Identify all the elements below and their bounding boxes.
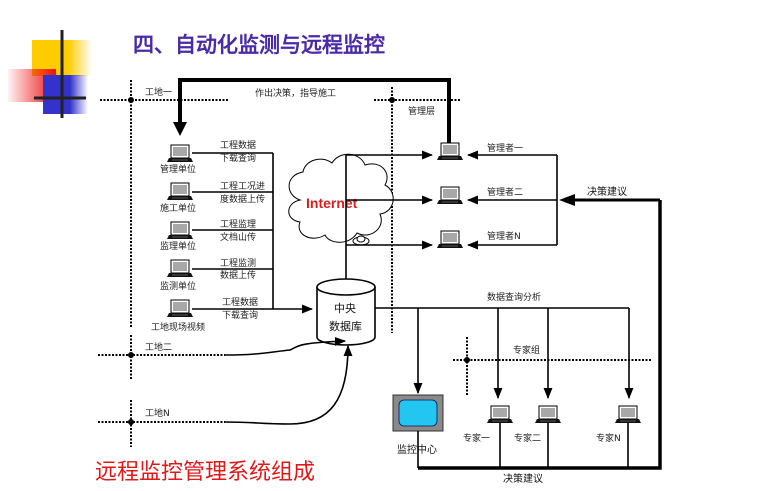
top-flow-label: 作出决策，指导施工 xyxy=(255,87,336,99)
site-units: 管理单位 施工单位 监理单位 监测单位 工地现场视频 xyxy=(151,144,205,333)
top-decision-loop xyxy=(178,78,451,148)
decorative-corner-blocks xyxy=(8,30,92,118)
deco-blue-block xyxy=(43,75,88,114)
manager-label: 管理者一 xyxy=(487,142,523,154)
internet-label: Internet xyxy=(306,195,358,211)
flow-label: 工程工况进 xyxy=(220,181,265,192)
site-unit-monitoring: 监测单位 xyxy=(160,259,196,292)
flow-label: 工程数据 xyxy=(220,139,256,151)
data-query-bus xyxy=(375,307,634,400)
expert-return-lines xyxy=(417,423,629,468)
flow-label: 工程监测 xyxy=(220,257,256,269)
experts: 专家一 专家二 专家N xyxy=(463,405,642,444)
manager-label: 管理者二 xyxy=(487,186,523,198)
separator-junctions xyxy=(128,97,470,425)
manager-label: 管理者N xyxy=(487,230,521,242)
flow-label: 工程数据 xyxy=(222,296,258,308)
site-unit-flow-labels: 工程数据 下载查询 工程工况进 度数据上传 工程监理 文档山传 工程监测 数据上… xyxy=(220,139,265,321)
database-label-line1: 中央 xyxy=(334,302,356,315)
top-arrowhead xyxy=(173,122,187,136)
site-label-n: 工地N xyxy=(145,407,170,419)
flow-label: 下载查询 xyxy=(220,152,256,164)
manager-return-lines xyxy=(466,150,558,250)
bottom-advice-label: 决策建议 xyxy=(503,472,543,485)
flow-label: 度数据上传 xyxy=(220,193,265,205)
site-unit-label: 监测单位 xyxy=(160,280,196,292)
expert-label: 专家N xyxy=(596,432,621,444)
management-layer-label: 管理层 xyxy=(408,105,435,117)
decision-advice-loop xyxy=(418,198,662,470)
expert-label: 专家一 xyxy=(463,432,490,444)
site-unit-label: 工地现场视频 xyxy=(151,321,205,333)
page-title: 四、自动化监测与远程监控 xyxy=(133,33,385,57)
decision-arrowhead xyxy=(559,194,575,206)
site-unit-construction: 施工单位 xyxy=(160,182,196,214)
site-unit-video: 工地现场视频 xyxy=(151,299,205,333)
site-unit-flow-lines xyxy=(192,152,314,314)
site-unit-label: 施工单位 xyxy=(160,202,196,214)
flow-label: 工程监理 xyxy=(220,218,256,230)
manager-bus xyxy=(345,150,434,280)
site-label-1: 工地一 xyxy=(145,86,172,98)
monitor-center-icon xyxy=(392,394,444,432)
site-curves xyxy=(224,336,353,425)
diagram-caption: 远程监控管理系统组成 xyxy=(95,460,315,485)
flow-label: 文档山传 xyxy=(220,231,256,243)
data-query-label: 数据查询分析 xyxy=(487,291,541,303)
internet-cloud-icon: Internet xyxy=(288,153,394,246)
site-unit-supervision: 监理单位 xyxy=(160,221,196,252)
flow-label: 下载查询 xyxy=(222,309,258,321)
site-unit-label: 监理单位 xyxy=(160,240,196,252)
managers: 管理者一 管理者二 管理者N xyxy=(436,142,523,249)
decision-advice-label: 决策建议 xyxy=(587,185,627,198)
central-database-icon: 中央 数据库 xyxy=(316,278,376,346)
monitor-center-label: 监控中心 xyxy=(397,443,437,456)
site-unit-management: 管理单位 xyxy=(160,144,196,175)
database-label-line2: 数据库 xyxy=(329,319,362,333)
expert-label: 专家二 xyxy=(514,432,541,444)
flow-label: 数据上传 xyxy=(220,269,256,281)
site-label-2: 工地二 xyxy=(145,341,172,353)
expert-group-label: 专家组 xyxy=(513,344,540,356)
site-unit-label: 管理单位 xyxy=(160,163,196,175)
